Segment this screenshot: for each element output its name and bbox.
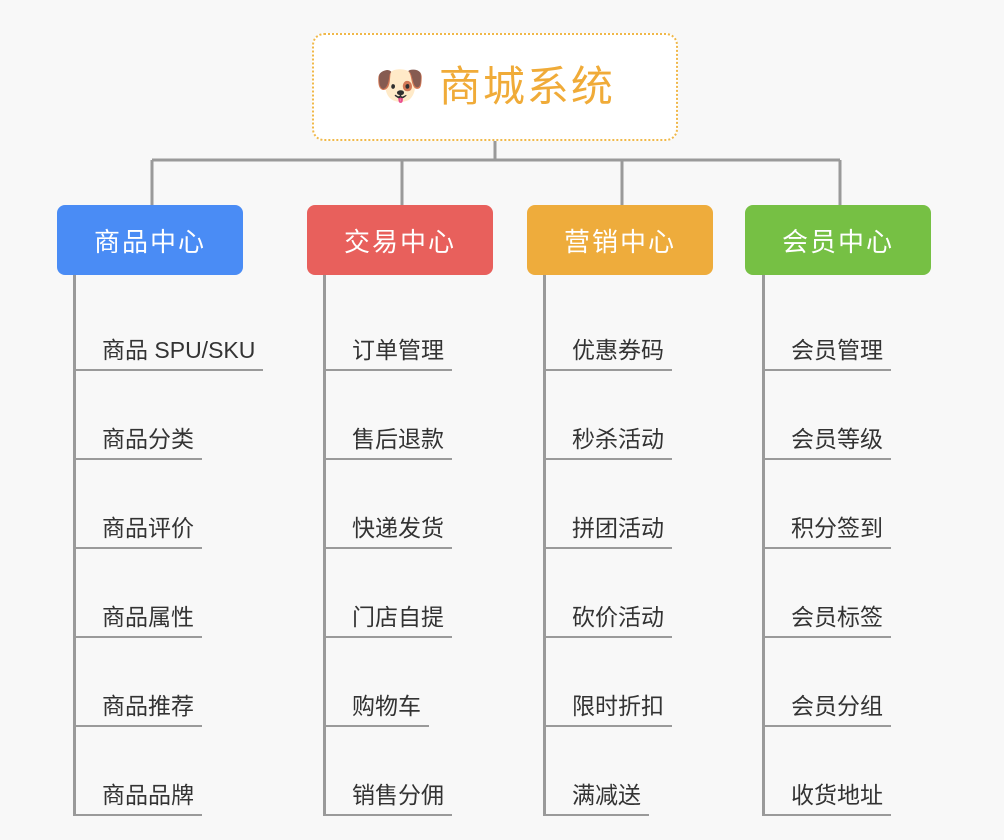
leaf-item-label: 会员分组 [765, 693, 891, 727]
branch-header-4[interactable]: 会员中心 [745, 205, 931, 275]
branch-title: 会员中心 [781, 226, 894, 257]
leaf-item-label: 会员等级 [765, 426, 891, 460]
leaf-item[interactable]: 会员分组 [765, 638, 891, 727]
leaf-item-label: 商品属性 [76, 604, 202, 638]
branch-header-3[interactable]: 营销中心 [527, 205, 713, 275]
leaf-item-label: 门店自提 [326, 604, 452, 638]
leaf-item-label: 订单管理 [326, 337, 452, 371]
leaf-item-label: 积分签到 [765, 515, 891, 549]
leaf-item-label: 购物车 [326, 693, 429, 727]
leaf-item[interactable]: 订单管理 [326, 282, 452, 371]
leaf-item[interactable]: 砍价活动 [546, 549, 672, 638]
leaf-item[interactable]: 积分签到 [765, 460, 891, 549]
leaf-item[interactable]: 拼团活动 [546, 460, 672, 549]
leaf-item-label: 收货地址 [765, 782, 891, 816]
leaf-spine [762, 282, 765, 816]
branch-header-1[interactable]: 商品中心 [57, 205, 243, 275]
branch-header-2[interactable]: 交易中心 [307, 205, 493, 275]
leaf-spine [73, 282, 76, 816]
branch-title: 商品中心 [93, 226, 206, 257]
leaf-item-label: 拼团活动 [546, 515, 672, 549]
root-node[interactable]: 🐶 商城系统 [312, 33, 678, 141]
leaf-item[interactable]: 购物车 [326, 638, 429, 727]
leaf-item[interactable]: 优惠券码 [546, 282, 672, 371]
leaf-item[interactable]: 限时折扣 [546, 638, 672, 727]
leaf-item-label: 会员管理 [765, 337, 891, 371]
leaf-item[interactable]: 商品分类 [76, 371, 202, 460]
leaf-item[interactable]: 商品 SPU/SKU [76, 282, 264, 371]
leaf-item[interactable]: 收货地址 [765, 727, 891, 816]
leaf-item-label: 商品 SPU/SKU [76, 337, 264, 371]
leaf-item-label: 商品推荐 [76, 693, 202, 727]
leaf-item-label: 销售分佣 [326, 782, 452, 816]
leaf-item-label: 商品品牌 [76, 782, 202, 816]
leaf-item[interactable]: 门店自提 [326, 549, 452, 638]
leaf-item[interactable]: 商品品牌 [76, 727, 202, 816]
leaf-item-label: 商品分类 [76, 426, 202, 460]
leaf-item[interactable]: 商品评价 [76, 460, 202, 549]
branch-title: 营销中心 [563, 226, 676, 257]
leaf-item[interactable]: 售后退款 [326, 371, 452, 460]
leaf-item[interactable]: 商品推荐 [76, 638, 202, 727]
leaf-item-label: 砍价活动 [546, 604, 672, 638]
leaf-item-label: 商品评价 [76, 515, 202, 549]
leaf-item[interactable]: 会员标签 [765, 549, 891, 638]
root-title: 商城系统 [438, 63, 615, 110]
leaf-item[interactable]: 满减送 [546, 727, 649, 816]
leaf-item[interactable]: 秒杀活动 [546, 371, 672, 460]
leaf-item-label: 限时折扣 [546, 693, 672, 727]
leaf-item-label: 会员标签 [765, 604, 891, 638]
leaf-item-label: 售后退款 [326, 426, 452, 460]
leaf-item-label: 满减送 [546, 782, 649, 816]
leaf-item-label: 秒杀活动 [546, 426, 672, 460]
leaf-item[interactable]: 销售分佣 [326, 727, 452, 816]
leaf-spine [323, 282, 326, 816]
leaf-item[interactable]: 快递发货 [326, 460, 452, 549]
leaf-item[interactable]: 商品属性 [76, 549, 202, 638]
shiba-dog-face-icon: 🐶 [375, 64, 425, 108]
leaf-item-label: 优惠券码 [546, 337, 672, 371]
leaf-item[interactable]: 会员等级 [765, 371, 891, 460]
leaf-item-label: 快递发货 [326, 515, 452, 549]
leaf-spine [543, 282, 546, 816]
branch-title: 交易中心 [343, 226, 456, 257]
leaf-item[interactable]: 会员管理 [765, 282, 891, 371]
